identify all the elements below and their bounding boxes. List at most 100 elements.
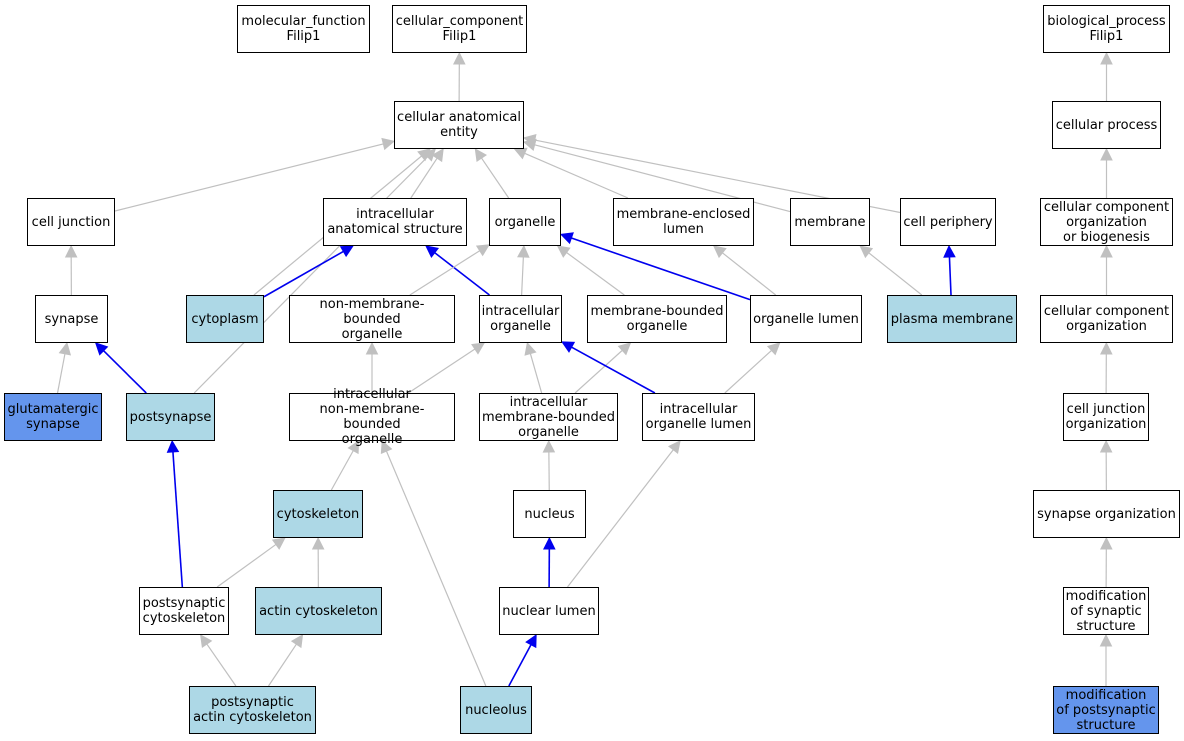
node-non-membrane-bounded-organelle[interactable]: non-membrane-bounded organelle [289,295,455,343]
arrowhead-inmbo-to-nmbo [365,341,379,355]
arrowhead-imbo-to-io [524,341,537,356]
arrowhead-mbo-to-org [556,245,571,258]
node-glutamatergic-synapse[interactable]: glutamatergic synapse [4,393,102,441]
arrowhead-acs-to-csk [311,536,325,550]
arrowhead-ias-to-cae [431,148,444,163]
arrowhead-ol-to-org [559,232,574,245]
node-membrane-bounded-organelle[interactable]: membrane-bounded organelle [587,295,727,343]
edge-imbo-to-io [529,353,543,394]
arrowhead-cj-to-cae [381,137,396,151]
arrowhead-ncl-to-nl [525,634,537,649]
node-intracellular-non-membrane-bounded-organelle[interactable]: intracellular non-membrane-bounded organ… [289,387,455,447]
edge-mbo-to-org [566,252,625,296]
node-modification-of-postsynaptic-structure[interactable]: modification of postsynaptic structure [1053,686,1159,734]
arrowhead-io-to-ias [425,245,440,259]
edge-ias-to-cae [410,157,438,199]
arrowhead-pacs-to-acs [290,634,304,649]
node-modification-of-synaptic-structure[interactable]: modification of synaptic structure [1063,587,1149,635]
node-membrane-enclosed-lumen[interactable]: membrane-enclosed lumen [613,198,754,246]
edge-pcs-to-csk [216,543,277,588]
node-cytoplasm[interactable]: cytoplasm [186,295,264,343]
arrowhead-ol-to-mel [712,245,727,259]
node-biological-process[interactable]: biological_process Filip1 [1043,5,1170,53]
edge-iol-to-io [571,346,656,394]
node-organelle[interactable]: organelle [489,198,561,246]
node-nucleus[interactable]: nucleus [513,490,586,538]
arrowhead-ps-to-cae [422,148,437,162]
node-molecular-function[interactable]: molecular_function Filip1 [237,5,370,53]
edge-ncl-to-nl [508,644,532,687]
arrowhead-pcs-to-csk [271,537,286,550]
arrowhead-iol-to-io [561,341,576,353]
edge-io-to-ias [434,252,490,296]
node-cell-periphery[interactable]: cell periphery [900,198,996,246]
node-synapse-organization[interactable]: synapse organization [1033,490,1180,538]
edge-ol-to-mel [722,252,777,296]
node-cell-junction-organization[interactable]: cell junction organization [1063,393,1149,441]
edge-inmbo-to-io [408,348,476,394]
arrowhead-cae-to-cc [453,51,466,65]
node-postsynapse[interactable]: postsynapse [126,393,215,441]
node-plasma-membrane[interactable]: plasma membrane [887,295,1017,343]
arrowhead-cp-to-bp [1100,51,1113,65]
edge-pcs-to-ps [172,451,184,588]
edge-cj-to-cae [114,143,384,212]
arrowhead-cco-to-ccob [1100,244,1113,258]
edge-mel-to-cae [524,152,629,199]
arrowhead-pm-to-mem [859,245,874,259]
arrowhead-so-to-cjo [1099,439,1113,453]
arrowhead-ncl-to-inmbo [380,439,393,455]
arrowhead-mel-to-cae [513,147,528,160]
node-cytoskeleton[interactable]: cytoskeleton [273,490,363,538]
node-cell-junction[interactable]: cell junction [27,198,115,246]
arrowhead-nmbo-to-org [475,244,490,257]
node-cellular-component[interactable]: cellular_component Filip1 [392,5,527,53]
node-intracellular-organelle[interactable]: intracellular organelle [479,295,562,343]
node-postsynaptic-actin-cytoskeleton[interactable]: postsynaptic actin cytoskeleton [189,686,316,734]
edge-cyto-to-ias [263,250,344,298]
node-actin-cytoskeleton[interactable]: actin cytoskeleton [255,587,382,635]
edge-pacs-to-pcs [206,643,237,687]
edge-imbo-to-mbo [574,349,623,394]
node-intracellular-membrane-bounded-organelle[interactable]: intracellular membrane-bounded organelle [479,393,618,441]
arrowhead-inmbo-to-io [471,342,486,355]
node-membrane[interactable]: membrane [790,198,870,246]
node-postsynaptic-cytoskeleton[interactable]: postsynaptic cytoskeleton [139,587,229,635]
node-cellular-component-organization-or-biogenesis[interactable]: cellular component organization or bioge… [1040,198,1173,246]
arrowhead-cyto-to-ias [339,245,354,258]
node-intracellular-organelle-lumen[interactable]: intracellular organelle lumen [642,393,755,441]
edge-ps-to-syn [102,350,147,394]
arrowhead-nuc-to-imbo [542,439,556,453]
edge-nl-to-iol [567,449,674,588]
edge-gs-to-syn [56,353,66,394]
node-synapse[interactable]: synapse [35,295,108,343]
node-cellular-process[interactable]: cellular process [1052,101,1161,149]
arrowhead-ps-to-syn [94,342,109,356]
edge-pacs-to-acs [268,643,297,687]
edge-io-to-org [521,256,524,296]
edge-iol-to-ol [724,349,772,394]
arrowhead-pm-to-cper [943,244,956,258]
arrowhead-csk-to-inmbo [347,440,360,455]
node-intracellular-anatomical-structure[interactable]: intracellular anatomical structure [323,198,467,246]
edge-csk-to-inmbo [330,450,354,491]
arrowhead-pacs-to-pcs [199,634,213,649]
node-organelle-lumen[interactable]: organelle lumen [750,295,862,343]
arrowhead-gs-to-syn [58,341,72,356]
edge-pm-to-mem [868,252,923,296]
node-cellular-anatomical-entity[interactable]: cellular anatomical entity [394,101,524,149]
edge-ol-to-org [571,237,751,301]
node-nuclear-lumen[interactable]: nuclear lumen [499,587,599,635]
node-cellular-component-organization[interactable]: cellular component organization [1040,295,1173,343]
edge-pm-to-cper [948,256,952,296]
edge-nmbo-to-org [409,250,481,296]
edge-ps-to-cae [193,156,428,394]
edge-org-to-cae [481,157,510,199]
arrowhead-pcs-to-ps [166,439,180,453]
arrowhead-org-to-cae [474,148,488,163]
edge-ncl-to-inmbo [385,450,487,687]
arrowhead-mss-to-so [1100,536,1113,550]
arrowhead-nl-to-nuc [543,536,556,550]
node-nucleolus[interactable]: nucleolus [460,686,532,734]
